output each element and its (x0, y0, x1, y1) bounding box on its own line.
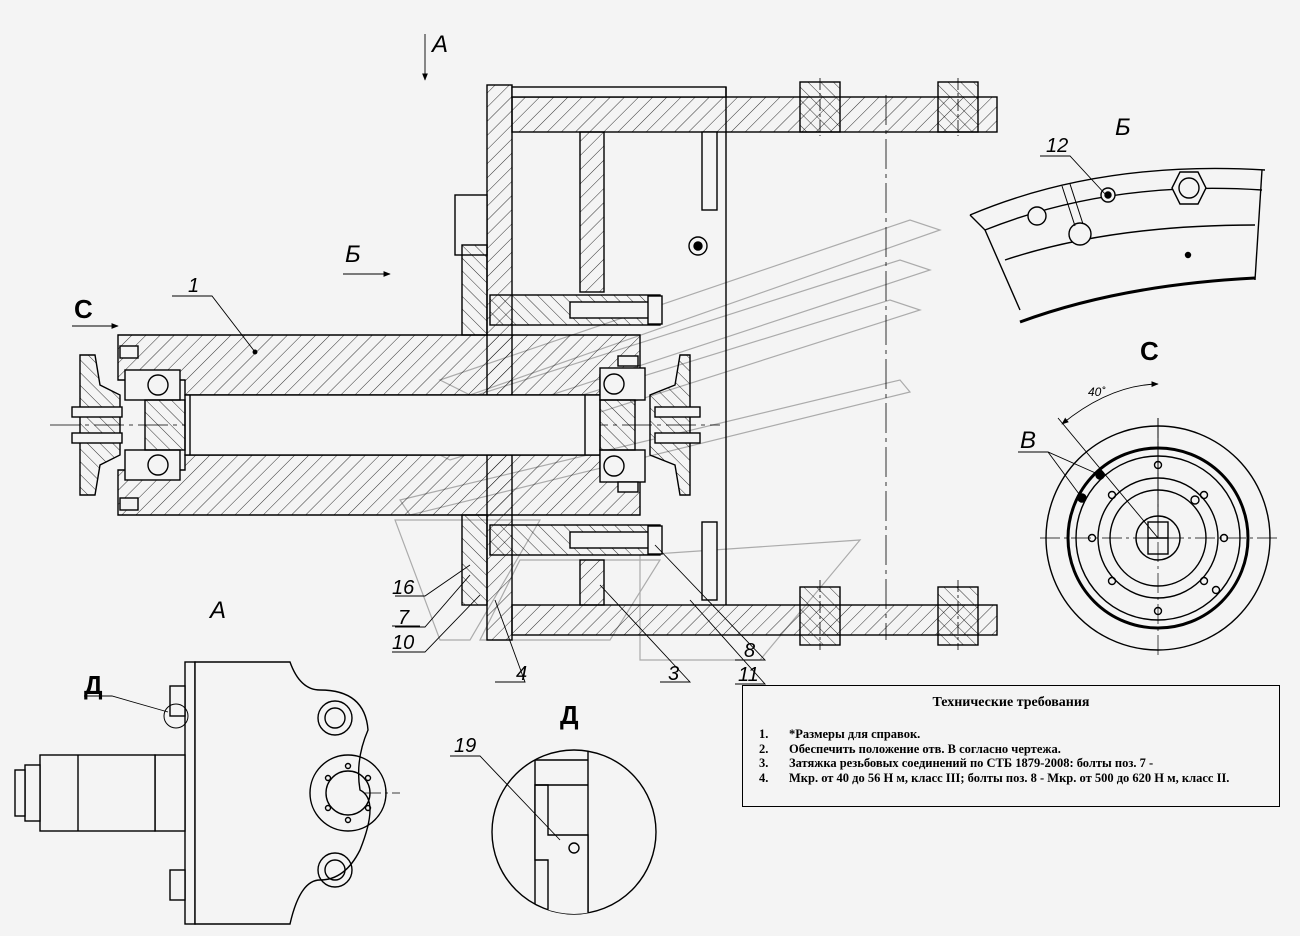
tech-requirement-item: 4. Мкр. от 40 до 56 Н м, класс III; болт… (759, 771, 1279, 786)
callout-19: 19 (454, 735, 476, 757)
tech-item-text: Обеспечить положение отв. В согласно чер… (789, 741, 1061, 756)
view-b-arrow-label: Б (345, 241, 361, 268)
callout-1: 1 (188, 275, 199, 297)
view-b-arc-segment (969, 167, 1266, 324)
tech-requirement-item: 3. Затяжка резьбовых соединений по СТБ 1… (759, 756, 1279, 771)
hole-v-label: В (1020, 427, 1036, 454)
detail-d (450, 749, 657, 915)
callout-8: 8 (744, 640, 755, 662)
view-b-title: Б (1115, 114, 1131, 141)
tech-item-number: 3. (759, 756, 769, 770)
section-a-arrow-label: А (430, 31, 448, 58)
tech-item-text: Мкр. от 40 до 56 Н м, класс III; болты п… (789, 770, 1230, 785)
view-c-arrow-label: С (74, 294, 93, 324)
leader-lines (72, 34, 1107, 757)
tech-item-number: 1. (759, 727, 769, 741)
tech-requirements-box: Технические требования 1. *Размеры для с… (742, 685, 1280, 807)
angle-dimension: 40˚ (1088, 385, 1106, 399)
view-c-flange (1018, 381, 1280, 658)
tech-item-text: *Размеры для справок. (789, 727, 921, 741)
callout-11: 11 (738, 664, 759, 686)
main-section-view (50, 78, 998, 650)
tech-item-number: 2. (759, 741, 769, 756)
tech-item-number: 4. (759, 770, 769, 785)
callout-4: 4 (516, 663, 527, 685)
view-a-title: А (208, 597, 226, 624)
tech-requirements-list: 1. *Размеры для справок. 2. Обеспечить п… (759, 727, 1279, 785)
detail-d-title: Д (560, 700, 579, 730)
callout-3: 3 (668, 663, 679, 685)
view-a-side (14, 661, 400, 925)
callout-16: 16 (392, 577, 415, 599)
callout-7: 7 (398, 607, 410, 629)
tech-requirement-item: 2. Обеспечить положение отв. В согласно … (759, 742, 1279, 757)
tech-item-text: Затяжка резьбовых соединений по СТБ 1879… (789, 756, 1154, 770)
tech-requirement-item: 1. *Размеры для справок. (759, 727, 1279, 742)
tech-requirements-title: Технические требования (932, 695, 1090, 710)
callout-12: 12 (1046, 135, 1068, 157)
callout-10: 10 (392, 632, 414, 654)
detail-d-callout: Д (84, 670, 103, 700)
view-c-title: С (1140, 336, 1159, 366)
